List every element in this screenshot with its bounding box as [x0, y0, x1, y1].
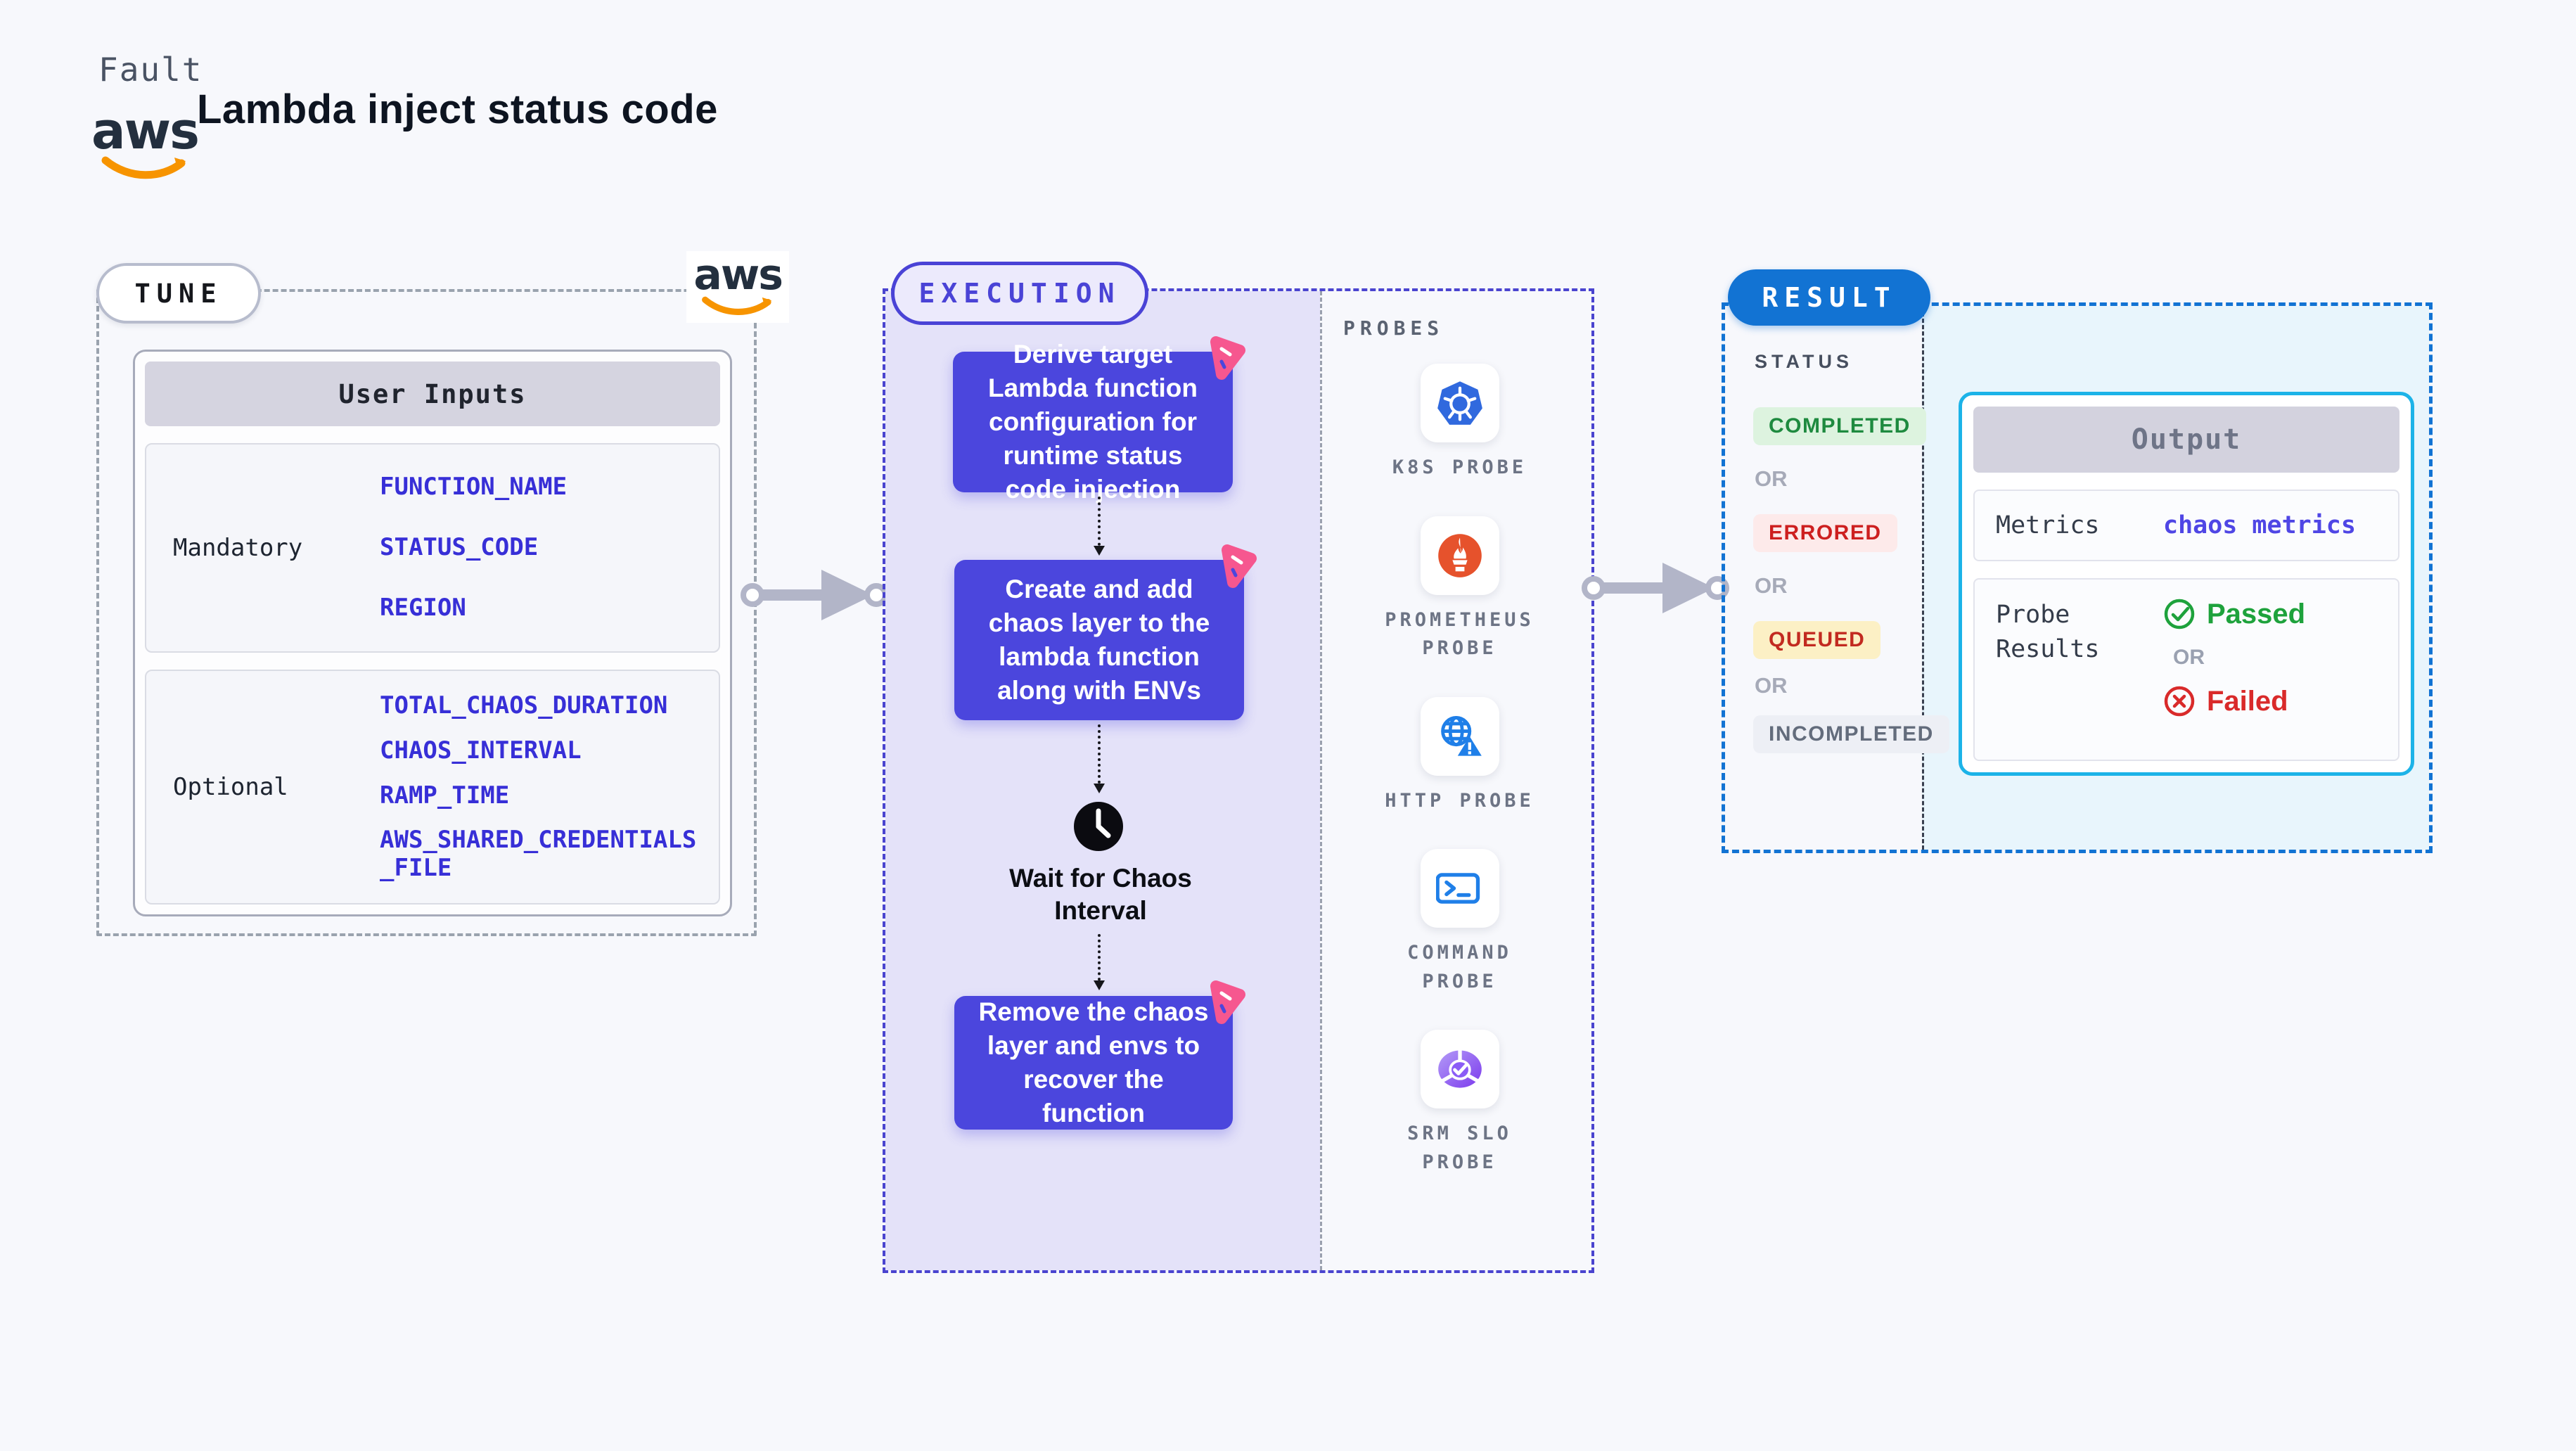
wait-for-chaos-interval-label: Wait for Chaos Interval: [1009, 864, 1192, 926]
probe-name: SRM SLO PROBE: [1407, 1123, 1512, 1173]
env-var: CHAOS_INTERVAL: [380, 736, 582, 765]
mandatory-row: Mandatory FUNCTION_NAME STATUS_CODE REGI…: [145, 443, 720, 653]
failed-line: Failed: [2163, 685, 2305, 717]
execution-pill: EXECUTION: [891, 262, 1148, 325]
status-badge-completed: COMPLETED: [1753, 407, 1926, 445]
metrics-value: chaos metrics: [2163, 511, 2356, 539]
aws-logo: aws: [91, 101, 200, 186]
page-title: Lambda inject status code: [197, 87, 718, 132]
passed-label: Passed: [2207, 598, 2306, 629]
status-badge-queued: QUEUED: [1753, 621, 1881, 659]
chaos-badge-icon: [1210, 336, 1245, 380]
tune-pill: TUNE: [96, 263, 261, 324]
check-circle-icon: [2164, 599, 2195, 629]
aws-corner-logo: aws: [686, 251, 789, 323]
probe-results-row: Probe Results Passed OR: [1973, 578, 2399, 761]
optional-row: Optional TOTAL_CHAOS_DURATION CHAOS_INTE…: [145, 670, 720, 905]
flow-connector-icon: [1094, 497, 1105, 556]
probe-item-k8s: K8S PROBE: [1392, 364, 1527, 482]
prometheus-icon: [1420, 516, 1499, 595]
result-divider: [1922, 306, 1924, 850]
probe-list: K8S PROBE PROMETHEUS PROBE: [1371, 364, 1549, 1177]
aws-smile-icon: [702, 296, 772, 315]
env-var: REGION: [380, 594, 466, 622]
probe-name: HTTP PROBE: [1385, 789, 1534, 812]
step-derive-config-label: Derive target Lambda function configurat…: [987, 339, 1198, 504]
kubernetes-icon: [1420, 364, 1499, 442]
result-section: RESULT STATUS COMPLETED OR ERRORED OR QU…: [1722, 269, 2433, 853]
chaos-badge-icon: [1210, 980, 1245, 1024]
env-var: FUNCTION_NAME: [380, 473, 568, 501]
probe-results-label: Probe Results: [1996, 601, 2100, 663]
probe-name: PROMETHEUS PROBE: [1385, 608, 1534, 660]
or-label: OR: [2173, 646, 2205, 669]
fault-kicker: Fault: [98, 51, 203, 89]
optional-label: Optional: [173, 773, 288, 801]
user-inputs-header: User Inputs: [145, 362, 720, 426]
or-label: OR: [1755, 466, 1788, 491]
probe-results-values: Passed OR Failed: [2163, 598, 2305, 717]
probes-heading: PROBES: [1343, 317, 1444, 340]
status-badge-incompleted: INCOMPLETED: [1753, 715, 1949, 753]
probe-item-command: COMMAND PROBE: [1371, 849, 1549, 996]
result-pill: RESULT: [1728, 269, 1930, 326]
probe-name: K8S PROBE: [1392, 456, 1527, 478]
status-heading: STATUS: [1755, 351, 1853, 372]
aws-smile-icon: [101, 156, 186, 179]
env-var: TOTAL_CHAOS_DURATION: [380, 691, 668, 720]
probe-item-http: HTTP PROBE: [1385, 696, 1534, 816]
probe-name: COMMAND PROBE: [1407, 942, 1512, 992]
mandatory-values: FUNCTION_NAME STATUS_CODE REGION: [380, 445, 719, 651]
output-header: Output: [1973, 407, 2399, 473]
metrics-row: Metrics chaos metrics: [1973, 490, 2399, 561]
arrow-execution-to-result-icon: [1582, 563, 1729, 613]
env-var: STATUS_CODE: [380, 533, 539, 562]
flow-connector-icon: [1094, 724, 1105, 793]
terminal-icon: [1420, 849, 1499, 928]
aws-corner-logo-text: aws: [693, 250, 783, 300]
failed-label: Failed: [2207, 685, 2288, 717]
step-derive-config: Derive target Lambda function configurat…: [953, 336, 1245, 504]
x-circle-icon: [2164, 686, 2195, 717]
http-globe-icon: [1420, 696, 1499, 776]
srm-slo-gauge-icon: [1420, 1030, 1499, 1108]
or-label: OR: [1755, 673, 1788, 698]
metrics-label: Metrics: [1996, 511, 2100, 539]
step-add-chaos-layer: Create and add chaos layer to the lambda…: [954, 544, 1257, 720]
status-badge-errored: ERRORED: [1753, 514, 1897, 552]
optional-values: TOTAL_CHAOS_DURATION CHAOS_INTERVAL RAMP…: [380, 671, 719, 903]
output-card: Output Metrics chaos metrics Probe Resul…: [1959, 392, 2414, 776]
or-label: OR: [1755, 573, 1788, 598]
clock-icon: [1072, 800, 1124, 852]
env-var: AWS_SHARED_CREDENTIALS_FILE: [380, 826, 697, 882]
chaos-badge-icon: [1222, 544, 1257, 588]
probes-column: PROBES K8S PRO: [1320, 291, 1597, 1270]
execution-section: EXECUTION Derive target Lambda function …: [883, 262, 1597, 1273]
probe-item-prometheus: PROMETHEUS PROBE: [1371, 516, 1549, 663]
tune-section: TUNE aws User Inputs Mandatory FUNCTION_…: [96, 251, 789, 936]
arrow-tune-to-execution-icon: [741, 570, 888, 620]
flow-connector-icon: [1094, 934, 1105, 990]
step-remove-chaos-layer-label: Remove the chaos layer and envs to recov…: [978, 997, 1209, 1128]
mandatory-label: Mandatory: [173, 534, 303, 562]
probe-item-srm-slo: SRM SLO PROBE: [1371, 1030, 1549, 1177]
env-var: RAMP_TIME: [380, 781, 510, 810]
step-remove-chaos-layer: Remove the chaos layer and envs to recov…: [954, 980, 1245, 1130]
aws-logo-text: aws: [91, 101, 200, 160]
passed-line: Passed: [2163, 598, 2305, 630]
step-add-chaos-layer-label: Create and add chaos layer to the lambda…: [988, 574, 1210, 705]
user-inputs-card: User Inputs Mandatory FUNCTION_NAME STAT…: [133, 350, 732, 916]
